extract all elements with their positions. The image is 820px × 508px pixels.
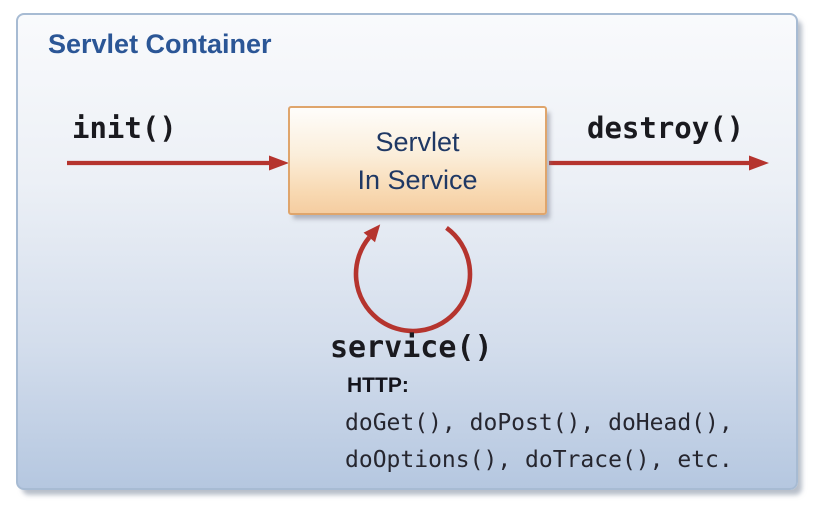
container-title: Servlet Container: [48, 29, 272, 59]
servlet-in-service-node: Servlet In Service: [288, 106, 547, 215]
destroy-label: destroy(): [587, 111, 745, 145]
node-label-line2: In Service: [357, 164, 478, 195]
init-label: init(): [72, 111, 177, 145]
http-methods-line1: doGet(), doPost(), doHead(),: [345, 410, 733, 436]
node-label-line1: Servlet: [375, 126, 460, 157]
http-methods-line2: doOptions(), doTrace(), etc.: [345, 447, 733, 473]
http-heading: HTTP:: [347, 374, 409, 397]
service-label: service(): [330, 330, 493, 365]
